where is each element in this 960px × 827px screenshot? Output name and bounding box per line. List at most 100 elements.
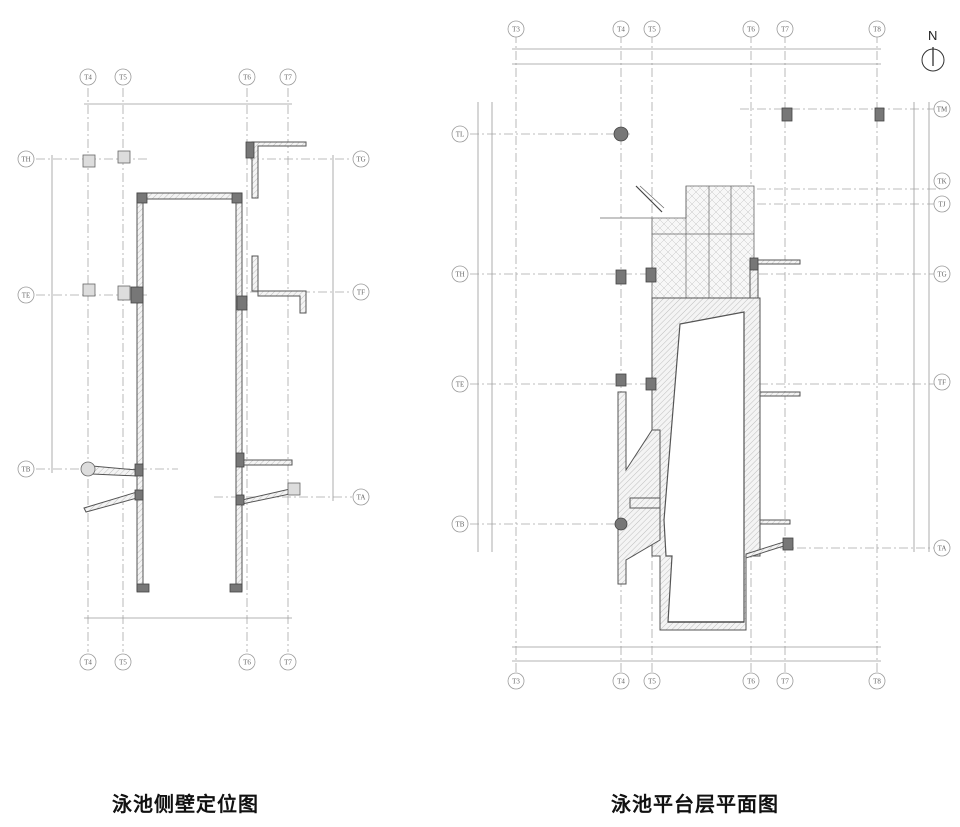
axis-bubble-circle [868, 20, 886, 38]
right_plan-axis-bubble-top-t7: T7 [776, 20, 794, 38]
axis-bubble-circle [933, 539, 951, 557]
left_plan-axis-bubble-top-t4: T4 [79, 68, 97, 86]
axis-bubble-label: TH [21, 156, 30, 164]
axis-bubble-circle [114, 68, 132, 86]
axis-bubble-label: TJ [939, 201, 946, 209]
axis-bubble-label: TB [22, 466, 31, 474]
right-columns [613, 107, 885, 531]
right_plan-axis-bubble-bottom-t6: T6 [742, 672, 760, 690]
axis-bubble-label: TF [357, 289, 365, 297]
left_plan-axis-bubble-top-t6: T6 [238, 68, 256, 86]
axis-bubble-label: T7 [284, 74, 292, 82]
axis-bubble-label: T5 [648, 678, 656, 686]
left-pool-walls [83, 141, 307, 593]
axis-bubble-label: T5 [119, 74, 127, 82]
axis-bubble-label: T4 [84, 659, 92, 667]
axis-bubble-circle [507, 20, 525, 38]
right_plan-axis-bubble-top-t3: T3 [507, 20, 525, 38]
axis-bubble-circle [352, 283, 370, 301]
axis-bubble-circle [643, 672, 661, 690]
axis-bubble-circle [742, 672, 760, 690]
left-plan [36, 88, 352, 652]
right_plan-axis-bubble-right-tf: TF [933, 373, 951, 391]
axis-bubble-label: TE [22, 292, 31, 300]
right_plan-axis-bubble-top-t4: T4 [612, 20, 630, 38]
axis-bubble-label: T4 [617, 678, 625, 686]
north-arrow: N [921, 28, 945, 72]
axis-bubble-circle [17, 460, 35, 478]
right_plan-axis-bubble-left-tl: TL [451, 125, 469, 143]
left-plan-caption: 泳池侧壁定位图 [112, 792, 259, 816]
axis-bubble-label: TA [357, 494, 366, 502]
north-label: N [928, 28, 937, 43]
axis-bubble-label: T7 [781, 678, 789, 686]
left_plan-axis-bubble-right-tf: TF [352, 283, 370, 301]
axis-bubble-circle [776, 672, 794, 690]
right_plan-axis-bubble-right-tj: TJ [933, 195, 951, 213]
axis-bubble-circle [279, 653, 297, 671]
left_plan-axis-bubble-right-tg: TG [352, 150, 370, 168]
axis-bubble-circle [451, 375, 469, 393]
axis-bubble-circle [868, 672, 886, 690]
right_plan-axis-bubble-bottom-t8: T8 [868, 672, 886, 690]
axis-bubble-label: T3 [512, 678, 520, 686]
right_plan-axis-bubble-right-tm: TM [933, 100, 951, 118]
left_plan-axis-bubble-left-tb: TB [17, 460, 35, 478]
right-plan-caption: 泳池平台层平面图 [611, 792, 779, 816]
axis-bubble-circle [352, 150, 370, 168]
right_plan-axis-bubble-bottom-t7: T7 [776, 672, 794, 690]
axis-bubble-circle [933, 100, 951, 118]
axis-bubble-label: TM [937, 106, 948, 114]
right-pool-structure [600, 185, 801, 631]
axis-bubble-circle [238, 68, 256, 86]
axis-bubble-circle [612, 672, 630, 690]
axis-bubble-label: T3 [512, 26, 520, 34]
axis-bubble-label: TE [456, 381, 465, 389]
right_plan-axis-bubble-left-th: TH [451, 265, 469, 283]
axis-bubble-label: T6 [747, 678, 755, 686]
axis-bubble-label: T6 [747, 26, 755, 34]
axis-bubble-circle [933, 373, 951, 391]
axis-bubble-circle [451, 515, 469, 533]
axis-bubble-circle [933, 265, 951, 283]
left_plan-axis-bubble-top-t5: T5 [114, 68, 132, 86]
right_plan-axis-bubble-left-tb: TB [451, 515, 469, 533]
axis-bubble-circle [114, 653, 132, 671]
left_plan-axis-bubble-right-ta: TA [352, 488, 370, 506]
axis-bubble-label: T8 [873, 26, 881, 34]
axis-bubble-label: T5 [119, 659, 127, 667]
right_plan-axis-bubble-bottom-t4: T4 [612, 672, 630, 690]
axis-bubble-label: T5 [648, 26, 656, 34]
right_plan-axis-bubble-top-t6: T6 [742, 20, 760, 38]
axis-bubble-label: TL [456, 131, 465, 139]
axis-bubble-label: T6 [243, 74, 251, 82]
axis-bubble-label: TH [455, 271, 464, 279]
left_plan-axis-bubble-top-t7: T7 [279, 68, 297, 86]
axis-bubble-circle [279, 68, 297, 86]
axis-bubble-circle [17, 286, 35, 304]
axis-bubble-label: TG [356, 156, 365, 164]
right_plan-axis-bubble-bottom-t3: T3 [507, 672, 525, 690]
left_plan-axis-bubble-bottom-t7: T7 [279, 653, 297, 671]
left_plan-axis-bubble-bottom-t6: T6 [238, 653, 256, 671]
axis-bubble-circle [451, 265, 469, 283]
right-dimension-lines [477, 48, 930, 662]
axis-bubble-circle [612, 20, 630, 38]
right_plan-axis-bubble-right-tg: TG [933, 265, 951, 283]
axis-bubble-label: T4 [617, 26, 625, 34]
axis-bubble-label: TG [937, 271, 946, 279]
axis-bubble-label: T7 [284, 659, 292, 667]
axis-bubble-circle [79, 68, 97, 86]
left_plan-axis-bubble-left-te: TE [17, 286, 35, 304]
right-plan [470, 34, 940, 672]
axis-bubble-circle [933, 195, 951, 213]
right_plan-axis-bubble-right-ta: TA [933, 539, 951, 557]
axis-bubble-label: TK [937, 178, 946, 186]
axis-bubble-label: TB [456, 521, 465, 529]
left_plan-axis-bubble-bottom-t4: T4 [79, 653, 97, 671]
left_plan-axis-bubble-left-th: TH [17, 150, 35, 168]
axis-bubble-circle [776, 20, 794, 38]
right_plan-axis-bubble-top-t5: T5 [643, 20, 661, 38]
